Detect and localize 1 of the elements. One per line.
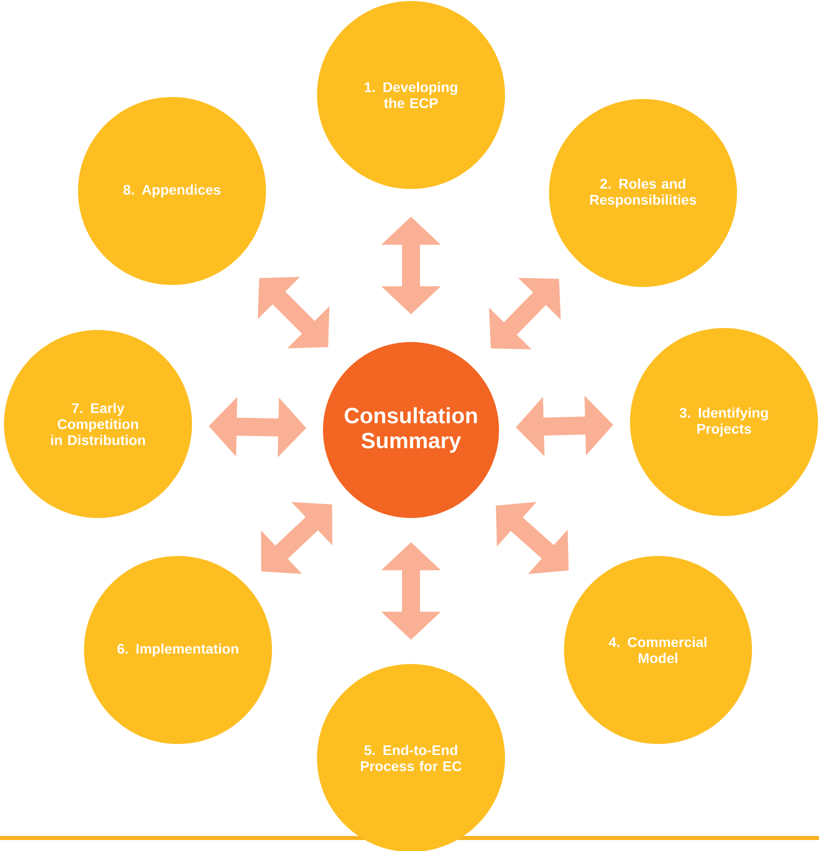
double-arrow: [261, 502, 332, 574]
